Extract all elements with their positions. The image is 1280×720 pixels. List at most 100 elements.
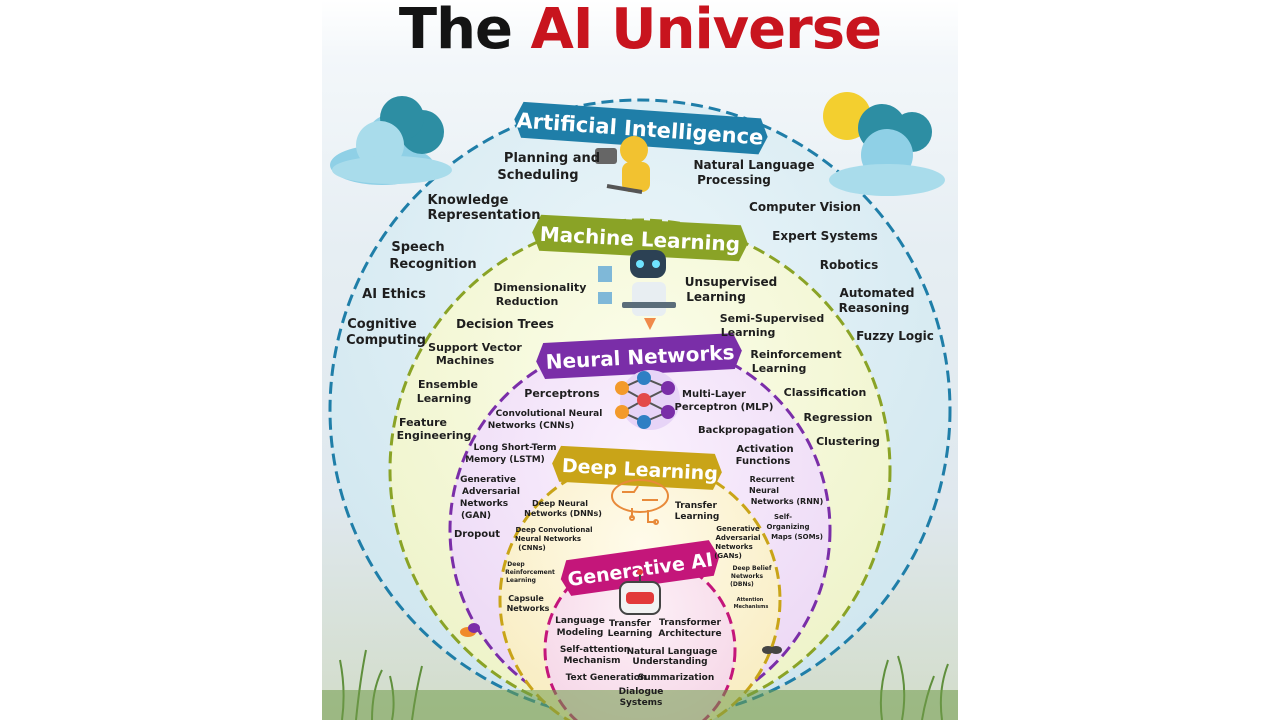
title-part-1: The — [398, 0, 513, 62]
ai-item: Robotics — [820, 258, 878, 272]
ml-item: Unsupervised — [685, 275, 777, 289]
dl-item: Capsule — [508, 594, 544, 603]
dl-item: Generative — [716, 525, 760, 533]
ring-gen-items: Language Modeling Transfer Learning Tran… — [555, 616, 721, 708]
ml-item: Engineering — [397, 429, 472, 442]
dl-item: Deep Belief — [733, 565, 772, 572]
nn-item: Generative — [460, 475, 516, 485]
nn-item: Memory (LSTM) — [465, 455, 545, 465]
dl-item: Learning — [506, 577, 536, 584]
nn-item: Organizing — [767, 523, 810, 531]
ai-item: Expert Systems — [772, 229, 878, 243]
ml-item: Ensemble — [418, 378, 478, 391]
ml-item: Decision Trees — [456, 317, 554, 331]
gen-item: Self-attention — [560, 645, 630, 655]
dl-item: (CNNs) — [518, 544, 545, 552]
dl-item: Adversarial — [715, 534, 760, 542]
ml-item: Reduction — [496, 295, 559, 308]
band-dl: Deep Learning — [552, 445, 722, 490]
ai-item: Planning and — [504, 151, 600, 166]
gen-item: Transfer — [609, 619, 651, 629]
nn-item: Networks (CNNs) — [488, 421, 575, 431]
nn-item: Networks (RNN) — [751, 497, 824, 506]
nn-item: Recurrent — [750, 475, 795, 484]
ai-item: Computer Vision — [749, 200, 861, 214]
nn-item: Networks — [460, 499, 508, 509]
dl-item: (GANs) — [714, 552, 742, 560]
ai-item: Fuzzy Logic — [856, 329, 934, 343]
gen-item: Natural Language — [627, 647, 718, 657]
dl-item: Deep — [507, 561, 525, 568]
ml-item: Reinforcement — [750, 348, 841, 361]
nn-item: Self- — [774, 513, 792, 521]
ai-item: AI Ethics — [362, 287, 426, 302]
ml-item: Semi-Supervised — [720, 312, 825, 325]
gen-item: Learning — [608, 629, 653, 639]
grass-ground — [322, 690, 958, 720]
robot-arm-icon — [595, 136, 650, 194]
nn-item: Convolutional Neural — [496, 409, 603, 419]
robot-laptop-icon — [598, 250, 676, 330]
nn-item: Adversarial — [462, 487, 520, 497]
ring-ml-items: Dimensionality Reduction Unsupervised Le… — [397, 275, 880, 448]
dl-item: Neural Networks — [515, 535, 581, 543]
ring-nn-items: Perceptrons Multi-Layer Perceptron (MLP)… — [454, 387, 823, 541]
nn-item: Perceptron (MLP) — [675, 402, 774, 413]
gen-item: Mechanism — [563, 656, 620, 666]
cloud-icon — [330, 96, 452, 185]
nn-item: Long Short-Term — [474, 443, 557, 453]
nn-item: Activation — [736, 444, 793, 455]
ml-item: Regression — [804, 411, 873, 424]
gen-item: Modeling — [557, 628, 604, 638]
ml-item: Feature — [399, 416, 447, 429]
gen-item: Transformer — [659, 618, 721, 628]
title-part-2: AI Universe — [530, 0, 882, 62]
ai-item: Speech — [391, 240, 444, 255]
ai-item: Scheduling — [497, 168, 578, 183]
ring-ai-items: Planning and Scheduling Natural Language… — [346, 151, 934, 348]
ml-item: Learning — [752, 362, 807, 375]
gen-item: Architecture — [658, 629, 721, 639]
ml-item: Learning — [721, 326, 776, 339]
ai-universe-diagram: Artificial Intelligence Machine Learning… — [322, 92, 958, 720]
dl-item: Networks (DNNs) — [524, 509, 602, 518]
dl-item: Networks — [507, 604, 550, 613]
dl-item: Mechanisms — [734, 604, 769, 610]
ml-item: Machines — [436, 354, 495, 367]
gen-item: Understanding — [632, 657, 707, 667]
gen-item: Dialogue — [619, 687, 664, 697]
dl-item: Attention — [737, 597, 764, 603]
nn-item: Functions — [736, 456, 791, 467]
brain-circuit-icon — [611, 479, 669, 525]
cloud-icon — [829, 104, 945, 196]
dl-item: (DBNs) — [730, 581, 754, 588]
nn-item: Multi-Layer — [682, 389, 746, 400]
ai-item: Natural Language — [694, 158, 815, 172]
gen-item: Language — [555, 616, 605, 626]
neural-network-icon — [615, 370, 680, 430]
band-nn: Neural Networks — [536, 333, 742, 379]
ai-item: Reasoning — [839, 301, 910, 315]
dl-item: Deep Neural — [532, 499, 588, 508]
dl-item: Learning — [675, 512, 720, 522]
ai-item: Recognition — [389, 257, 476, 272]
dl-item: Transfer — [675, 501, 717, 511]
ai-item: Knowledge — [428, 193, 509, 208]
gen-item: Text Generation — [566, 673, 647, 683]
ring-dl-items: Deep Neural Networks (DNNs) Transfer Lea… — [505, 499, 772, 613]
ai-item: Cognitive — [347, 317, 417, 332]
nn-item: Perceptrons — [524, 387, 600, 400]
nn-item: Maps (SOMs) — [771, 533, 823, 541]
gen-item: Summarization — [638, 673, 715, 683]
ml-item: Classification — [784, 386, 867, 399]
ml-item: Clustering — [816, 435, 880, 448]
ai-item: Automated — [840, 286, 915, 300]
ml-item: Learning — [686, 290, 746, 304]
dl-item: Networks — [715, 543, 753, 551]
page-title: The AI Universe — [322, 0, 958, 62]
butterfly-icon — [460, 623, 480, 637]
ai-item: Computing — [346, 333, 426, 348]
robot-head-icon — [619, 569, 661, 615]
poster: The AI Universe — [322, 0, 958, 720]
ring-gen — [543, 553, 737, 720]
